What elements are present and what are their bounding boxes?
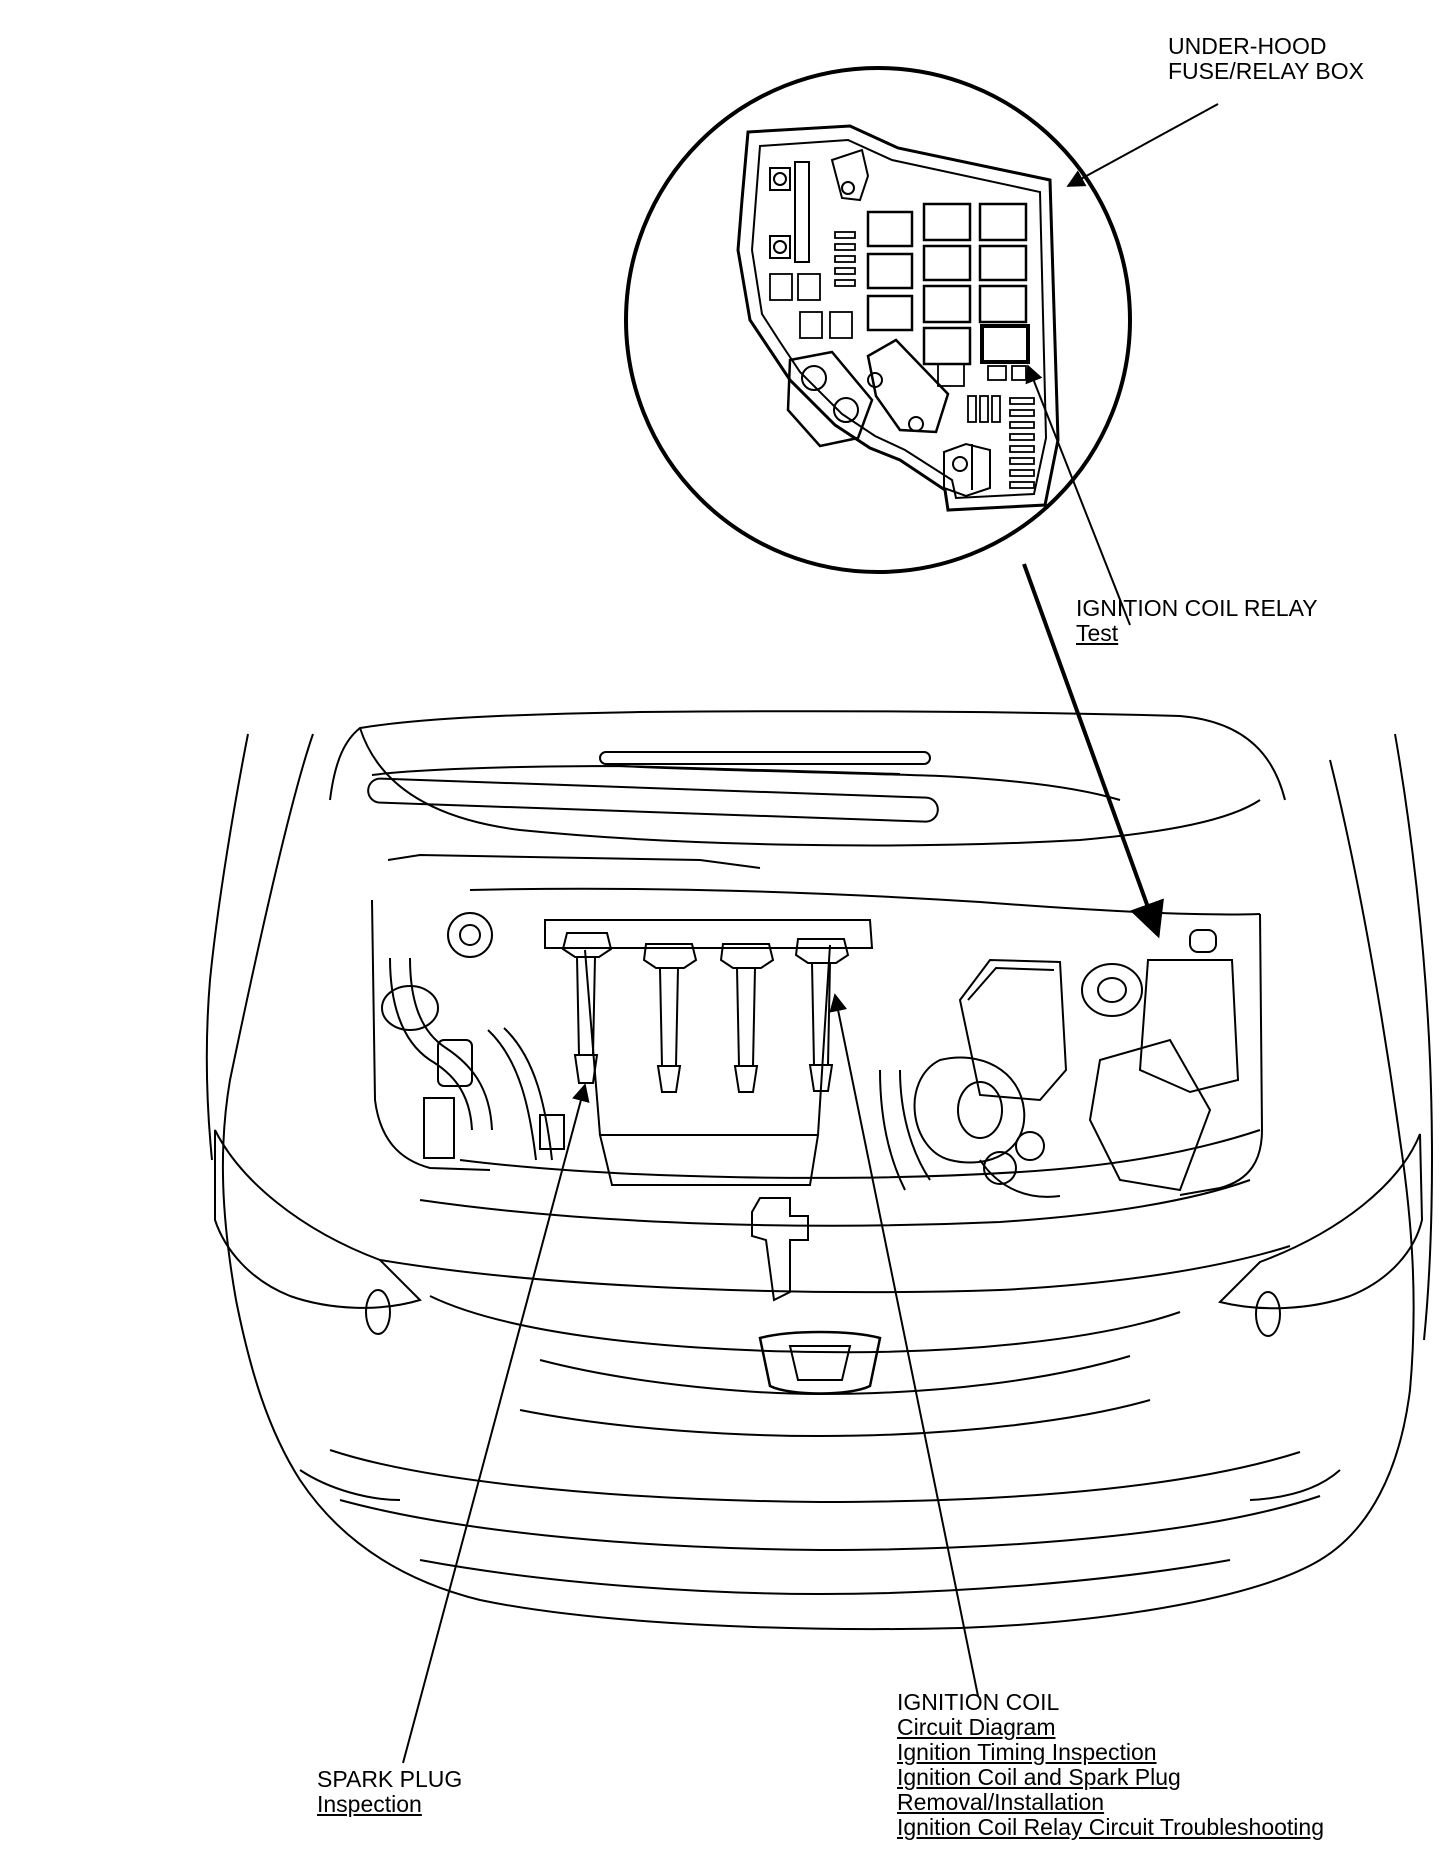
leader-lines (402, 103, 1219, 1764)
engine-components (381, 912, 1240, 1198)
coil-removal-installation-link[interactable]: Removal/Installation (897, 1789, 1105, 1815)
coil-title: IGNITION COIL (897, 1689, 1060, 1715)
spark-plug-title: SPARK PLUG (317, 1766, 463, 1792)
spark-plug-callout: SPARK PLUG Inspection (317, 1767, 462, 1817)
relay-test-link[interactable]: Test (1076, 620, 1119, 646)
fuse-relay-box-callout: UNDER-HOOD FUSE/RELAY BOX (1168, 34, 1364, 84)
coil-timing-inspection-link[interactable]: Ignition Timing Inspection (897, 1739, 1157, 1765)
coil-relay-troubleshooting-link[interactable]: Ignition Coil Relay Circuit Troubleshoot… (897, 1814, 1324, 1840)
car-front (205, 710, 1433, 1631)
fuse-box-label-line-2: FUSE/RELAY BOX (1168, 58, 1364, 84)
fuse-box-label-line-1: UNDER-HOOD (1168, 33, 1327, 59)
ignition-coil-callout: IGNITION COIL Circuit Diagram Ignition T… (897, 1690, 1324, 1840)
spark-plug-inspection-link[interactable]: Inspection (317, 1791, 422, 1817)
ignition-coils (561, 932, 850, 1093)
coil-spark-plug-link[interactable]: Ignition Coil and Spark Plug (897, 1764, 1181, 1790)
coil-circuit-diagram-link[interactable]: Circuit Diagram (897, 1714, 1056, 1740)
relay-title: IGNITION COIL RELAY (1076, 595, 1318, 621)
ignition-coil-relay-callout: IGNITION COIL RELAY Test (1076, 596, 1318, 646)
fuse-box-detail (624, 66, 1132, 574)
